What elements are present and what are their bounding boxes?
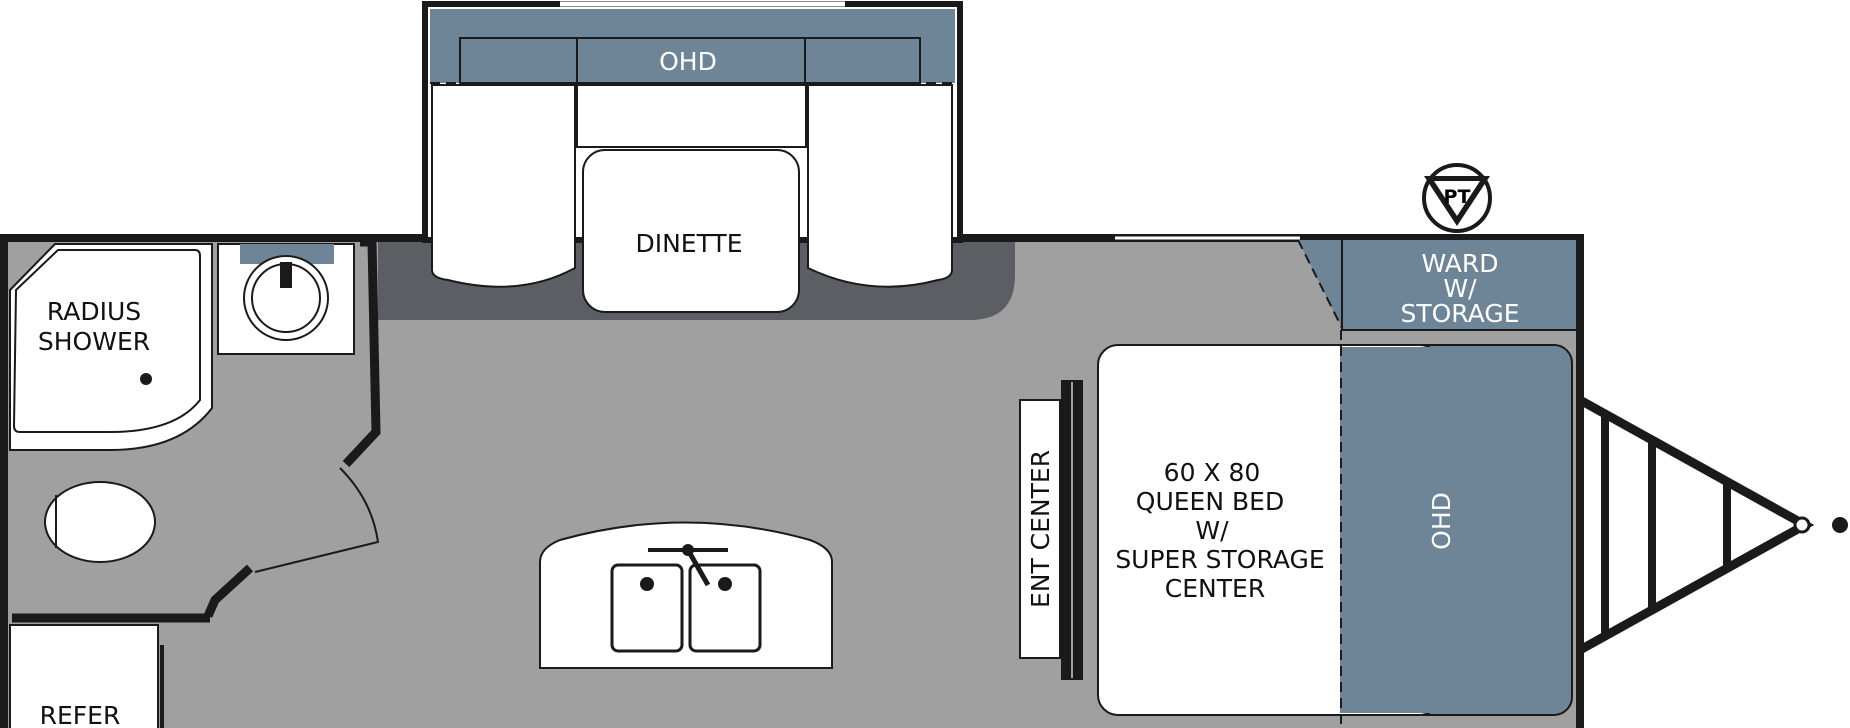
sink-bowl-icon <box>243 255 329 341</box>
shower-enclosure <box>9 243 213 451</box>
slideout-ohd <box>430 9 955 83</box>
refer-label: REFER <box>40 701 121 728</box>
dinette-bench-left <box>431 84 576 288</box>
ohd-front-label: OHD <box>1427 492 1456 550</box>
dinette-label: DINETTE <box>635 229 742 258</box>
shower-drain-icon <box>140 373 152 385</box>
ent-center-label: ENT CENTER <box>1026 450 1055 608</box>
kitchen-faucet-spout <box>685 548 711 587</box>
radius-shower-label-1: RADIUS <box>47 297 141 326</box>
pt-label: PT <box>1444 186 1471 208</box>
wardrobe-angled-dash <box>1297 239 1343 329</box>
queen-bed-label-5: CENTER <box>1165 574 1265 603</box>
radius-shower-label-2: SHOWER <box>38 327 150 356</box>
dinette-table <box>582 149 800 313</box>
bathroom-door-wall <box>203 564 254 618</box>
bathroom-door-swing <box>254 467 380 573</box>
refrigerator <box>9 624 159 728</box>
wardrobe <box>1342 240 1576 330</box>
dinette-bench-right <box>807 84 953 288</box>
hitch-ball-icon <box>1832 517 1848 533</box>
dinette-backrest <box>576 84 807 148</box>
kitchen-faucet-base <box>682 544 694 556</box>
kitchen-island <box>539 521 833 669</box>
drain-right-icon <box>718 577 732 591</box>
shower-pan <box>12 249 201 433</box>
faucet-icon <box>280 262 292 288</box>
toilet-icon <box>44 481 156 563</box>
ohd-cabinet-outline <box>459 37 921 84</box>
pass-through-triangle-inner <box>1434 181 1480 216</box>
queen-bed-overhang <box>1340 347 1442 713</box>
sink-basin-left <box>610 563 684 653</box>
ohd-top-label: OHD <box>659 47 717 76</box>
ward-label-1: WARD <box>1421 249 1498 278</box>
bathroom-wall <box>12 237 381 623</box>
queen-bed-label-1: 60 X 80 <box>1164 458 1261 487</box>
trailer-hitch <box>1577 396 1815 654</box>
ward-label-2: W/ <box>1443 274 1477 303</box>
hitch-coupler-icon <box>1793 516 1811 534</box>
ent-center <box>1019 399 1061 659</box>
queen-bed-label-3: W/ <box>1195 516 1229 545</box>
sink-basin-right <box>688 563 762 653</box>
ward-label-3: STORAGE <box>1400 299 1519 328</box>
queen-bed-label-4: SUPER STORAGE <box>1115 545 1324 574</box>
vanity-backsplash <box>240 244 334 264</box>
queen-bed-label-2: QUEEN BED <box>1136 487 1284 516</box>
drain-left-icon <box>640 577 654 591</box>
